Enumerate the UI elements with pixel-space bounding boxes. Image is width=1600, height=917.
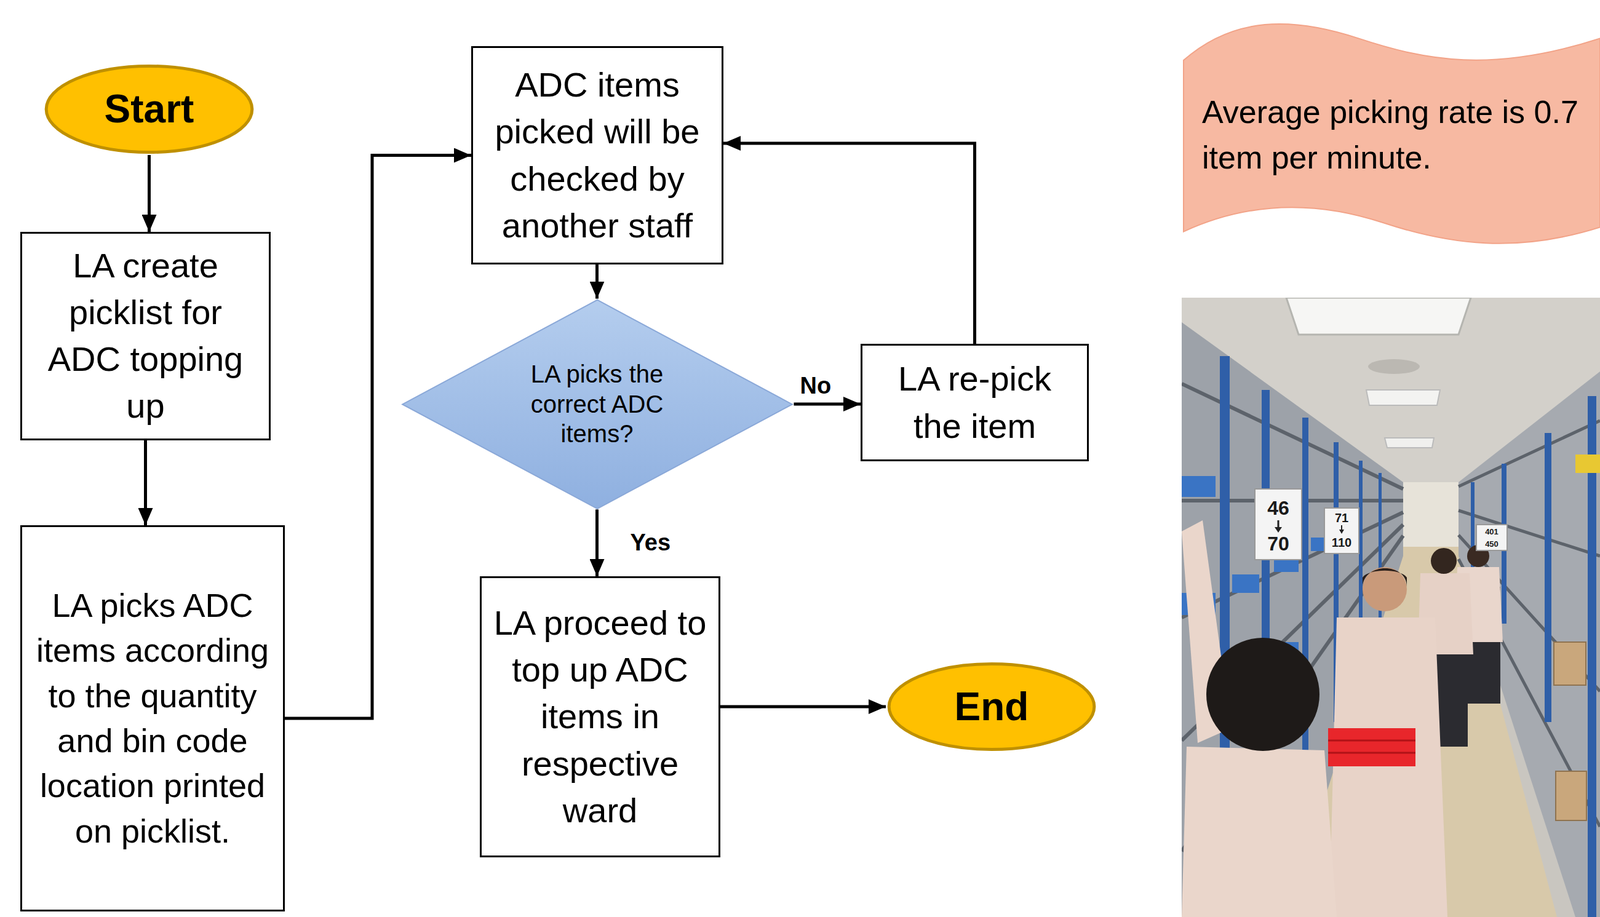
flow-connector — [595, 509, 599, 577]
red-basket — [1328, 728, 1416, 767]
ceiling-light — [1384, 437, 1434, 448]
node-text: LA proceed to top up ADC items in respec… — [492, 599, 708, 835]
ceiling-light — [1286, 297, 1471, 335]
shelf-upright — [1544, 433, 1552, 723]
sign-arrow — [1341, 525, 1343, 531]
node-text: LA re-pick the item — [873, 355, 1076, 450]
shelf-upright — [1587, 396, 1597, 917]
node-text: LA create picklist for ADC topping up — [33, 242, 258, 430]
node-text: End — [954, 685, 1030, 729]
shelf-edge — [1181, 383, 1404, 490]
flow-connector — [143, 440, 148, 526]
process-box: LA re-pick the item — [860, 343, 1089, 462]
flow-connector — [720, 705, 886, 709]
person-head — [1206, 637, 1320, 752]
flow-connector — [723, 143, 976, 344]
photo-ground — [1181, 297, 1600, 917]
edge-label: Yes — [628, 530, 674, 557]
storage-bin — [1232, 574, 1260, 594]
sign-number: 71 — [1334, 511, 1349, 525]
flow-connector — [284, 155, 472, 720]
ceiling-vent — [1368, 359, 1420, 375]
wave-banner-shape — [1183, 23, 1600, 244]
storage-bin — [1575, 454, 1600, 474]
flow-connector — [794, 402, 862, 406]
decision-diamond: LA picks the correct ADC items? — [400, 298, 795, 510]
warehouse-photo — [1181, 297, 1600, 917]
shelf-edge — [1458, 510, 1600, 557]
shelf-edge — [1458, 420, 1600, 487]
person-hair — [1362, 568, 1407, 587]
sign-number: 46 — [1267, 498, 1290, 518]
process-box: LA picks ADC items according to the quan… — [20, 525, 285, 912]
start-terminal: Start — [43, 63, 256, 156]
cardboard-box — [1553, 642, 1586, 686]
sign-arrow — [1277, 520, 1280, 528]
ceiling-light — [1366, 390, 1441, 406]
basket-grid — [1328, 752, 1416, 755]
note-banner: Average picking rate is 0.7 item per min… — [1183, 25, 1600, 245]
terminal-ellipse — [888, 663, 1095, 750]
sign-number: 110 — [1331, 536, 1352, 549]
process-box: LA create picklist for ADC topping up — [20, 231, 271, 441]
process-box: LA proceed to top up ADC items in respec… — [479, 576, 721, 858]
flow-connector — [595, 264, 599, 299]
aisle-sign — [1476, 524, 1508, 551]
right-shelving — [1458, 371, 1600, 917]
node-text: Average picking rate is 0.7 item per min… — [1201, 89, 1584, 181]
person-shirt — [1181, 746, 1337, 917]
storage-bin — [1181, 476, 1216, 498]
sign-arrow — [1339, 529, 1345, 534]
node-text: LA picks the correct ADC items? — [508, 359, 687, 450]
process-box: ADC items picked will be checked by anot… — [471, 46, 724, 265]
person-head — [1430, 548, 1457, 574]
decision-shape — [402, 299, 793, 509]
edge-label: No — [797, 373, 835, 400]
aisle-sign — [1254, 489, 1302, 560]
basket-grid — [1328, 740, 1416, 742]
flow-connector — [147, 155, 151, 232]
cardboard-box — [1555, 771, 1587, 821]
far-wall — [1400, 482, 1462, 550]
node-text: LA picks ADC items according to the quan… — [33, 583, 272, 855]
sign-arrow — [1274, 527, 1282, 533]
node-text: Start — [104, 87, 195, 131]
person-shirt — [1329, 617, 1448, 917]
person-head — [1362, 567, 1407, 612]
note-banner-outline — [1183, 25, 1600, 245]
sign-number: 450 — [1484, 540, 1499, 549]
sign-number: 70 — [1267, 533, 1290, 554]
terminal-ellipse — [46, 65, 253, 152]
aisle-sign — [1324, 508, 1359, 554]
sign-number: 401 — [1484, 527, 1499, 536]
end-terminal: End — [885, 661, 1098, 753]
node-text: ADC items picked will be checked by anot… — [484, 61, 711, 250]
